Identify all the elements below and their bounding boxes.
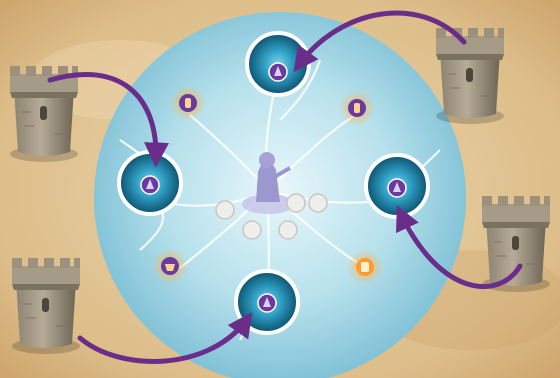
white-token bbox=[279, 221, 297, 239]
magic-token-bottom-right bbox=[347, 249, 383, 285]
tower-right-middle[interactable] bbox=[482, 196, 550, 292]
white-token bbox=[309, 194, 327, 212]
white-token bbox=[216, 201, 234, 219]
magic-token-bottom-left bbox=[152, 248, 188, 284]
magic-token-top-left bbox=[170, 85, 206, 121]
white-token bbox=[243, 221, 261, 239]
tower-top-right[interactable] bbox=[436, 28, 504, 124]
white-token bbox=[287, 194, 305, 212]
tower-left-lower[interactable] bbox=[12, 258, 80, 354]
magic-token-top-right bbox=[339, 90, 375, 126]
scroll-icon bbox=[361, 262, 369, 272]
portal-left[interactable] bbox=[119, 152, 181, 214]
potion-icon bbox=[185, 98, 191, 108]
portal-right[interactable] bbox=[366, 155, 428, 217]
tower-left-upper[interactable] bbox=[10, 66, 78, 162]
potion-icon bbox=[354, 103, 360, 113]
